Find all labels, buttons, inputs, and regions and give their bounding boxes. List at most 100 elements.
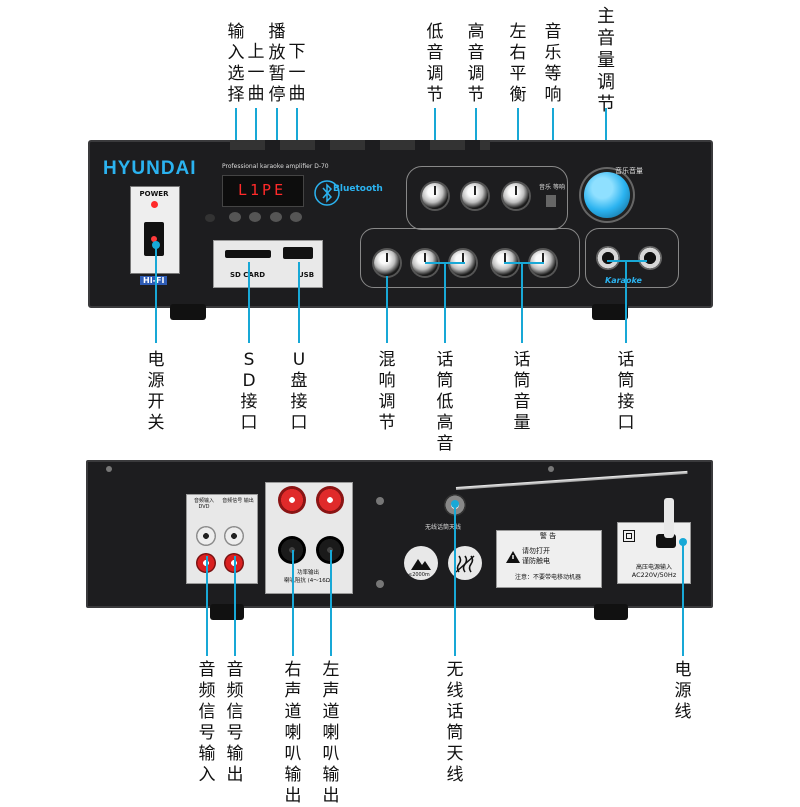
sd-card-slot[interactable] <box>225 250 271 258</box>
callout-line-left-speaker <box>330 550 332 656</box>
label-usb-port: U盘接口 <box>290 350 308 433</box>
warning-triangle-icon <box>506 548 520 563</box>
label-prev-track: 上一曲 <box>247 42 265 104</box>
bluetooth-label: Bluetooth <box>333 184 383 194</box>
rear-screw-4 <box>376 580 384 588</box>
rear-right-foot <box>594 604 628 620</box>
warning-title: 警 告 <box>539 532 557 540</box>
balance-knob[interactable] <box>503 183 529 209</box>
led-display <box>222 175 304 207</box>
power-label: POWER <box>139 190 169 198</box>
model-text: Professional karaoke amplifier D-70 <box>222 163 329 170</box>
callout-line-sd <box>248 262 250 343</box>
usb-port[interactable] <box>283 247 313 259</box>
bluetooth-icon <box>312 178 342 208</box>
rear-screw-2 <box>548 466 554 472</box>
master-volume-label: 音乐音量 <box>615 167 643 175</box>
callout-bar-mic-volume <box>504 262 544 264</box>
label-mic-tone: 话筒低高音 <box>436 350 454 454</box>
power-input-box <box>617 522 691 584</box>
audio-out-label: 音频信号 输出 <box>222 498 254 504</box>
media-port-panel <box>213 240 323 288</box>
mic-strip <box>360 228 580 288</box>
input-select-button[interactable] <box>229 212 241 222</box>
callout-bar-mic-input <box>607 260 647 262</box>
callout-dot-power <box>152 241 160 249</box>
tone-strip <box>406 166 568 230</box>
power-input-spec: AC220V/50Hz <box>631 571 677 579</box>
callout-line-right-speaker <box>292 550 294 656</box>
front-left-foot <box>170 304 206 320</box>
label-play-pause: 播放暂停 <box>268 22 286 105</box>
mic-input-2[interactable] <box>638 246 662 270</box>
tropical-badge <box>448 546 482 580</box>
callout-bar-mic-tone <box>425 262 465 264</box>
rear-left-foot <box>210 604 244 620</box>
bass-knob[interactable] <box>422 183 448 209</box>
power-switch-indicator <box>151 236 157 242</box>
speaker-spec: 喇叭阻抗 (4～16Ω) <box>283 578 333 584</box>
hifi-badge: HI-FI <box>140 276 168 285</box>
callout-line-mic-volume <box>521 262 523 343</box>
front-right-foot <box>592 304 628 320</box>
label-mic-volume: 话筒音量 <box>513 350 531 433</box>
antenna-label: 无线话筒天线 <box>425 524 462 531</box>
label-left-speaker: 左声道喇叭输出 <box>322 660 340 806</box>
sd-card-label: SD CARD <box>230 271 266 279</box>
label-echo: 混响调节 <box>378 350 396 433</box>
altitude-badge <box>404 546 438 580</box>
callout-line-mic-input <box>625 260 627 343</box>
label-next-track: 下一曲 <box>288 42 306 104</box>
label-mic-input: 话筒接口 <box>617 350 635 433</box>
rear-screw-3 <box>376 497 384 505</box>
label-balance: 左右平衡 <box>509 22 527 105</box>
top-vents <box>230 140 490 150</box>
music-eq-label: 音乐 等响 <box>539 184 565 191</box>
treble-knob[interactable] <box>462 183 488 209</box>
master-volume-knob[interactable] <box>584 172 630 218</box>
label-sd-port: SD接口 <box>240 350 258 433</box>
label-audio-input: 音频信号输入 <box>198 660 216 785</box>
audio-out-left-jack[interactable] <box>224 526 244 546</box>
callout-dot-antenna <box>451 500 459 508</box>
label-antenna: 无线话筒天线 <box>446 660 464 785</box>
label-input-select: 输入选择 <box>227 22 245 105</box>
remote-sensor <box>205 214 215 222</box>
callout-line-mic-tone <box>444 262 446 343</box>
warning-line1: 请勿打开 <box>522 547 550 555</box>
music-loudness-button[interactable] <box>546 195 556 207</box>
audio-in-label: 音频输入 DVD <box>193 498 214 510</box>
altitude-label: ≤2000m <box>408 572 430 578</box>
usb-label: USB <box>298 271 315 279</box>
power-cord-plug <box>664 498 674 538</box>
label-master-volume: 主音量调节 <box>597 6 615 115</box>
rear-screw-1 <box>106 466 112 472</box>
callout-line-antenna <box>454 504 456 656</box>
next-track-button[interactable] <box>290 212 302 222</box>
callout-line-audio-in <box>206 556 208 656</box>
label-power-cord: 电源线 <box>674 660 692 722</box>
audio-in-left-jack[interactable] <box>196 526 216 546</box>
label-audio-output: 音频信号输出 <box>226 660 244 785</box>
label-power-switch: 电源开关 <box>147 350 165 433</box>
front-brand-logo: HYUNDAI <box>103 158 197 179</box>
callout-line-echo <box>386 276 388 343</box>
prev-track-button[interactable] <box>249 212 261 222</box>
label-right-speaker: 右声道喇叭输出 <box>284 660 302 806</box>
play-pause-button[interactable] <box>270 212 282 222</box>
callout-line-power-cord <box>682 542 684 656</box>
callout-dot-power-cord <box>679 538 687 546</box>
double-insulation-icon <box>623 530 635 542</box>
right-speaker-positive[interactable] <box>278 486 306 514</box>
callout-line-audio-out <box>234 556 236 656</box>
echo-knob[interactable] <box>374 250 400 276</box>
warning-note: 注意：不要带电移动机器 <box>514 574 581 581</box>
power-input-title: 高压电源输入 <box>635 564 672 571</box>
callout-line-power <box>155 245 157 343</box>
label-bass: 低音调节 <box>426 22 444 105</box>
callout-line-usb <box>298 262 300 343</box>
mic-input-1[interactable] <box>596 246 620 270</box>
left-speaker-positive[interactable] <box>316 486 344 514</box>
warning-line2: 谨防触电 <box>522 557 550 565</box>
label-music-loudness: 音乐等响 <box>544 22 562 105</box>
